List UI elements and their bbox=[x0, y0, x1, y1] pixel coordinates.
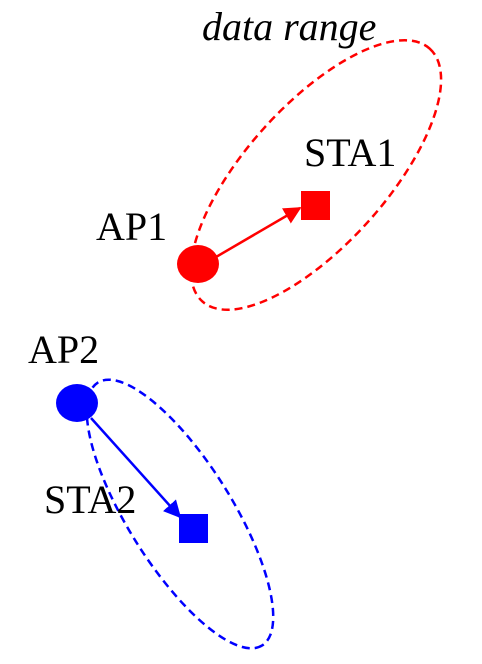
data-range-label: data range bbox=[202, 4, 376, 49]
sta2-node bbox=[179, 514, 208, 543]
ap2-to-sta2-arrow bbox=[90, 417, 182, 519]
ap1-to-sta1-arrow bbox=[215, 206, 302, 259]
ap1-node bbox=[177, 245, 219, 283]
ap1-label: AP1 bbox=[96, 204, 167, 249]
ap2-label: AP2 bbox=[28, 327, 99, 372]
sta1-label: STA1 bbox=[304, 130, 396, 175]
sta2-label: STA2 bbox=[44, 477, 136, 522]
ap2-data-range-ellipse bbox=[85, 378, 275, 650]
ap1-data-range-ellipse bbox=[189, 39, 443, 311]
sta1-node bbox=[301, 191, 330, 220]
ap2-node bbox=[56, 384, 98, 422]
